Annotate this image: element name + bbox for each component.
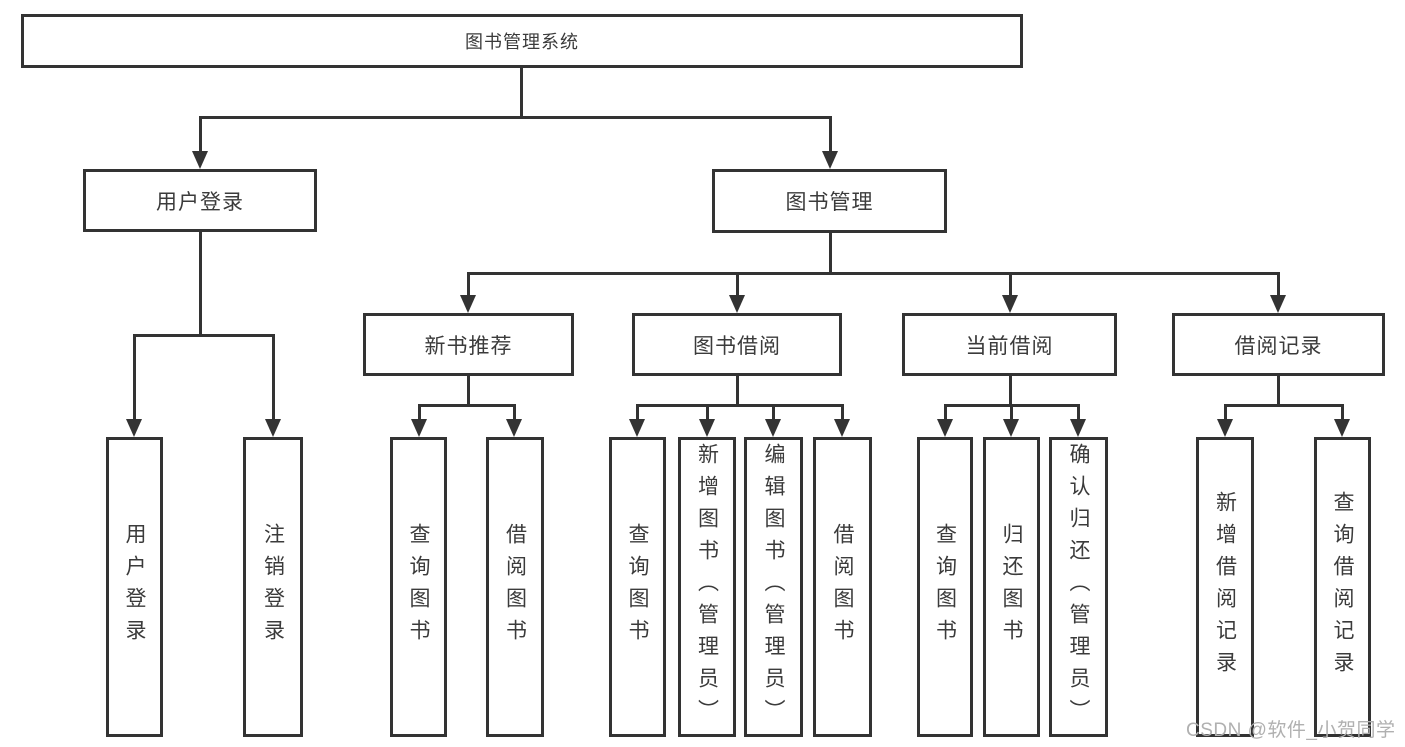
connector-hline: [467, 272, 1279, 275]
connector-vline: [467, 376, 470, 407]
node-new-book-recommendation: 新书推荐: [363, 313, 574, 376]
arrow-down-icon: [265, 419, 281, 437]
leaf-query-borrow-record: 查询借阅记录: [1314, 437, 1371, 737]
node-root-label: 图书管理系统: [465, 32, 579, 52]
leaf-add-borrow-record: 新增借阅记录: [1196, 437, 1254, 737]
arrow-down-icon: [192, 151, 208, 169]
connector-vline: [736, 376, 739, 407]
arrow-down-icon: [1002, 295, 1018, 313]
node-book-management-label: 图书管理: [785, 191, 874, 214]
arrow-down-icon: [411, 419, 427, 437]
connector-vline: [841, 404, 844, 420]
connector-vline: [1009, 376, 1012, 407]
connector-vline: [1009, 272, 1012, 296]
connector-vline: [513, 404, 516, 420]
leaf-confirm-return-admin-label: 确认归还（管理员）: [1067, 443, 1090, 731]
leaf-query-books-current-label: 查询图书: [933, 523, 957, 651]
arrow-down-icon: [126, 419, 142, 437]
connector-vline: [418, 404, 421, 420]
arrow-down-icon: [506, 419, 522, 437]
node-user-login-label: 用户登录: [156, 190, 244, 214]
node-current-borrowing-label: 当前借阅: [965, 334, 1054, 358]
connector-vline: [829, 233, 832, 274]
leaf-query-books-current: 查询图书: [917, 437, 973, 737]
leaf-return-books-label: 归还图书: [1000, 523, 1023, 651]
leaf-add-borrow-record-label: 新增借阅记录: [1213, 491, 1237, 683]
node-borrowing-records: 借阅记录: [1172, 313, 1385, 376]
node-book-borrowing: 图书借阅: [632, 313, 842, 376]
connector-vline: [272, 334, 275, 420]
connector-vline: [1341, 404, 1344, 420]
leaf-query-books-recommend: 查询图书: [390, 437, 447, 737]
leaf-confirm-return-admin: 确认归还（管理员）: [1049, 437, 1108, 737]
arrow-down-icon: [822, 151, 838, 169]
leaf-borrow-books-borrowing: 借阅图书: [813, 437, 872, 737]
arrow-down-icon: [1003, 419, 1019, 437]
connector-vline: [1077, 404, 1080, 420]
connector-hline: [1224, 404, 1344, 407]
leaf-user-login: 用户登录: [106, 437, 163, 737]
leaf-logout-login-label: 注销登录: [261, 523, 285, 651]
connector-hline: [418, 404, 516, 407]
connector-vline: [1010, 404, 1013, 420]
arrow-down-icon: [1334, 419, 1350, 437]
leaf-user-login-label: 用户登录: [123, 523, 146, 651]
watermark: CSDN @软件_小贺同学: [1186, 720, 1396, 741]
leaf-logout-login: 注销登录: [243, 437, 303, 737]
leaf-borrow-books-borrowing-label: 借阅图书: [831, 523, 854, 651]
connector-hline: [133, 334, 273, 337]
leaf-query-books-recommend-label: 查询图书: [407, 523, 430, 651]
node-book-borrowing-label: 图书借阅: [693, 334, 781, 358]
leaf-query-books-borrowing: 查询图书: [609, 437, 666, 737]
leaf-query-borrow-record-label: 查询借阅记录: [1331, 491, 1354, 683]
arrow-down-icon: [1070, 419, 1086, 437]
leaf-return-books: 归还图书: [983, 437, 1040, 737]
connector-vline: [706, 404, 709, 420]
connector-vline: [1277, 376, 1280, 407]
connector-vline: [199, 116, 202, 152]
arrow-down-icon: [834, 419, 850, 437]
leaf-query-books-borrowing-label: 查询图书: [626, 523, 649, 651]
connector-vline: [736, 272, 739, 296]
node-user-login: 用户登录: [83, 169, 317, 232]
connector-vline: [829, 116, 832, 152]
leaf-borrow-books-recommend: 借阅图书: [486, 437, 544, 737]
arrow-down-icon: [1217, 419, 1233, 437]
leaf-add-books-admin-label: 新增图书（管理员）: [695, 443, 719, 731]
connector-hline: [636, 404, 844, 407]
arrow-down-icon: [1270, 295, 1286, 313]
node-new-book-recommendation-label: 新书推荐: [424, 334, 513, 358]
arrow-down-icon: [765, 419, 781, 437]
arrow-down-icon: [460, 295, 476, 313]
connector-vline: [636, 404, 639, 420]
arrow-down-icon: [629, 419, 645, 437]
connector-hline: [199, 116, 831, 119]
connector-vline: [133, 334, 136, 420]
node-book-management: 图书管理: [712, 169, 947, 233]
connector-vline: [1224, 404, 1227, 420]
connector-vline: [467, 272, 470, 296]
arrow-down-icon: [729, 295, 745, 313]
connector-vline: [772, 404, 775, 420]
leaf-borrow-books-recommend-label: 借阅图书: [503, 523, 527, 651]
leaf-edit-books-admin-label: 编辑图书（管理员）: [762, 443, 785, 731]
arrow-down-icon: [699, 419, 715, 437]
arrow-down-icon: [937, 419, 953, 437]
connector-vline: [1277, 272, 1280, 296]
leaf-edit-books-admin: 编辑图书（管理员）: [744, 437, 803, 737]
node-borrowing-records-label: 借阅记录: [1234, 334, 1323, 358]
node-current-borrowing: 当前借阅: [902, 313, 1117, 376]
leaf-add-books-admin: 新增图书（管理员）: [678, 437, 736, 737]
connector-vline: [944, 404, 947, 420]
connector-vline: [520, 68, 523, 119]
connector-vline: [199, 232, 202, 336]
node-root: 图书管理系统: [21, 14, 1023, 68]
